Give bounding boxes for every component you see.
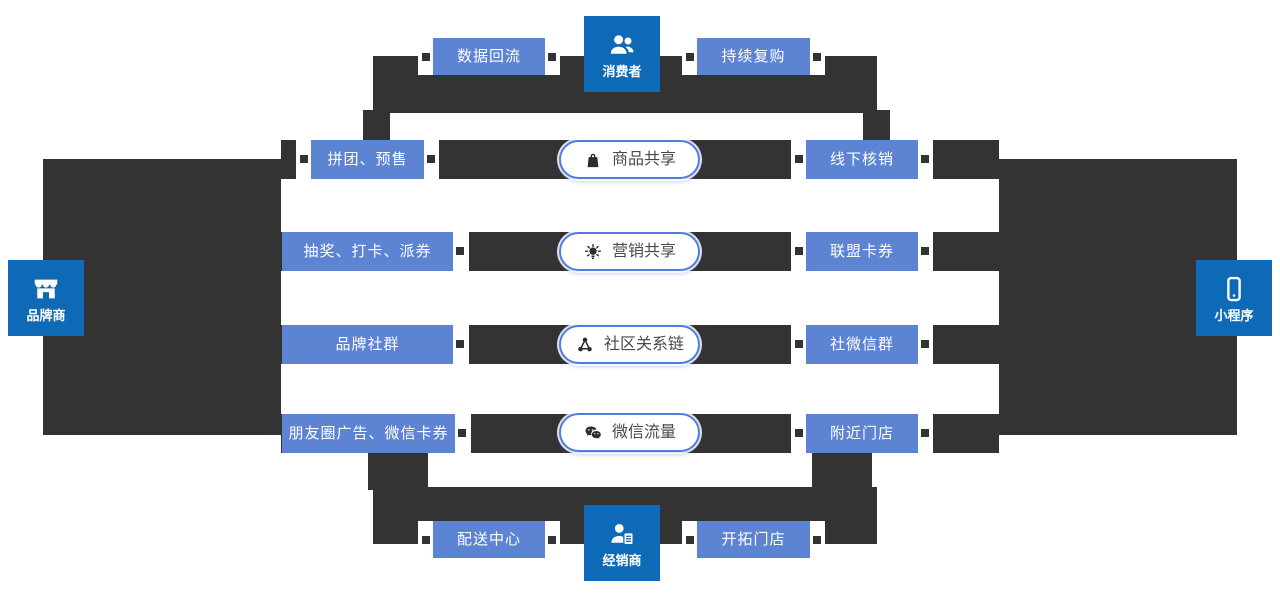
- network-nodes-icon: [578, 337, 592, 351]
- node-label: 联盟卡券: [829, 243, 894, 260]
- connector-tick: [686, 536, 694, 544]
- node-offline-redeem: 线下核销: [806, 140, 918, 179]
- pill-label: 营销共享: [611, 242, 676, 260]
- node-label: 开拓门店: [721, 531, 786, 548]
- phone-icon: [1227, 276, 1241, 302]
- connector-tick: [921, 429, 929, 437]
- shopping-bag-icon: [587, 153, 599, 167]
- hub-label: 消费者: [602, 64, 642, 79]
- connector-tick: [458, 429, 466, 437]
- node-lottery-checkin-coupon: 抽奖、打卡、派券: [282, 232, 453, 271]
- node-group-buy-presale: 拼团、预售: [311, 140, 424, 179]
- node-label: 线下核销: [829, 151, 894, 168]
- node-alliance-coupon: 联盟卡券: [806, 232, 918, 271]
- connector-strip-bottom-left: [368, 450, 428, 490]
- node-open-stores: 开拓门店: [697, 521, 810, 558]
- node-label: 社微信群: [829, 336, 894, 353]
- connector-tick: [548, 53, 556, 61]
- connector-strip-top-left: [363, 110, 390, 143]
- connector-tick: [795, 155, 803, 163]
- connector-tick: [686, 53, 694, 61]
- node-label: 朋友圈广告、微信卡券: [288, 425, 449, 442]
- hub-mini-program: 小程序: [1196, 260, 1272, 336]
- connector-tick: [921, 247, 929, 255]
- connector-strip-bottom-right: [812, 450, 872, 490]
- wechat-icon: [585, 426, 601, 439]
- node-data-backflow: 数据回流: [433, 38, 545, 75]
- node-delivery-center: 配送中心: [433, 521, 545, 558]
- connector-tick: [921, 340, 929, 348]
- node-brand-community: 品牌社群: [282, 325, 453, 364]
- node-label: 抽奖、打卡、派券: [303, 243, 432, 260]
- connector-tick: [300, 155, 308, 163]
- connector-tick: [456, 247, 464, 255]
- pill-marketing-sharing: 营销共享: [559, 232, 700, 271]
- connector-tick: [422, 536, 430, 544]
- hub-distributor: 经销商: [584, 505, 660, 581]
- hub-brand-merchant: 品牌商: [8, 260, 84, 336]
- pill-label: 商品共享: [611, 150, 676, 168]
- connector-tick: [813, 53, 821, 61]
- node-label: 持续复购: [721, 48, 786, 65]
- connector-tick: [921, 155, 929, 163]
- node-label: 数据回流: [456, 48, 521, 65]
- person-document-icon: [611, 524, 633, 544]
- node-label: 品牌社群: [335, 336, 400, 353]
- idea-bulb-icon: [584, 243, 602, 259]
- connector-tick: [548, 536, 556, 544]
- hub-consumer: 消费者: [584, 16, 660, 92]
- connector-strip-top-right: [863, 110, 890, 143]
- node-label: 配送中心: [456, 531, 521, 548]
- connector-tick: [795, 340, 803, 348]
- hub-label: 小程序: [1214, 308, 1254, 323]
- pill-wechat-traffic: 微信流量: [559, 413, 700, 452]
- node-nearby-stores: 附近门店: [806, 414, 918, 453]
- node-label: 附近门店: [829, 425, 894, 442]
- connector-tick: [795, 429, 803, 437]
- node-moments-ads-wechat-coupon: 朋友圈广告、微信卡券: [282, 414, 455, 453]
- node-label: 拼团、预售: [327, 151, 408, 168]
- node-wechat-groups: 社微信群: [806, 325, 918, 364]
- pill-label: 社区关系链: [603, 335, 684, 353]
- pill-product-sharing: 商品共享: [559, 140, 700, 179]
- hub-label: 经销商: [602, 553, 642, 568]
- connector-tick: [813, 536, 821, 544]
- people-icon: [610, 35, 634, 54]
- node-repeat-purchase: 持续复购: [697, 38, 810, 75]
- pill-community-chain: 社区关系链: [559, 325, 700, 364]
- connector-tick: [795, 247, 803, 255]
- pill-label: 微信流量: [611, 423, 676, 441]
- connector-tick: [456, 340, 464, 348]
- connector-tick: [422, 53, 430, 61]
- connector-tick: [427, 155, 435, 163]
- storefront-icon: [34, 279, 58, 299]
- hub-label: 品牌商: [26, 308, 66, 323]
